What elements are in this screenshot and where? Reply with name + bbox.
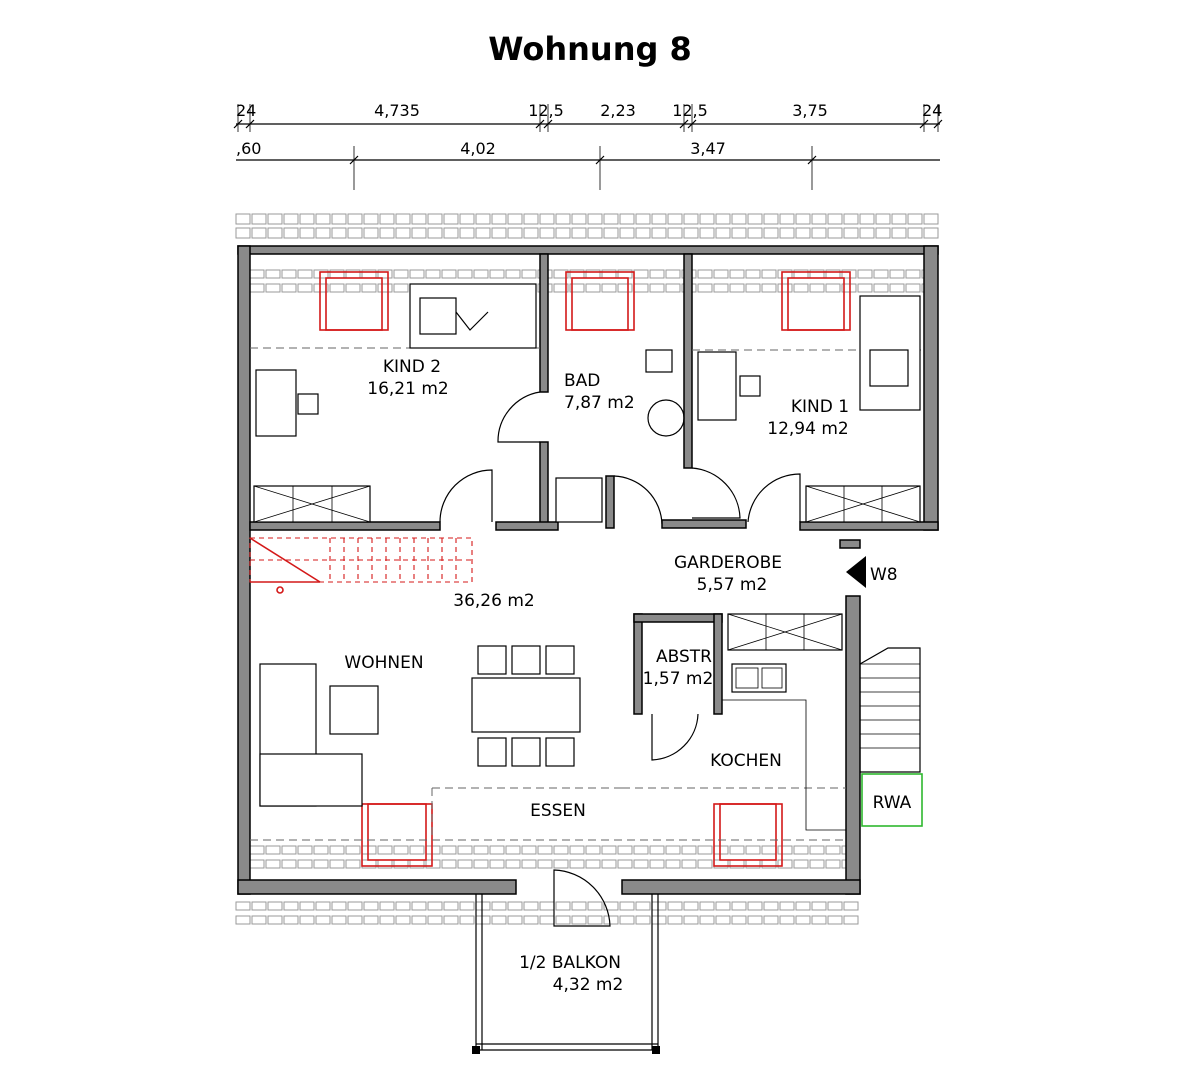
walls <box>237 245 939 895</box>
furniture <box>253 283 921 831</box>
dim-2-3: 3,47 <box>690 139 726 158</box>
bad-area: 7,87 m2 <box>564 393 635 413</box>
kochen-name: KOCHEN <box>710 751 782 771</box>
dimension-lines: 24 4,735 12,5 2,23 12,5 3,75 24 ,60 4,02… <box>233 101 943 190</box>
rwa-box <box>861 773 923 827</box>
dim-top-1: 24 <box>236 101 256 120</box>
doors <box>439 391 801 927</box>
exterior-stairs <box>859 647 921 773</box>
abstr-name: ABSTR <box>656 647 712 667</box>
dim-top-2: 4,735 <box>374 101 420 120</box>
entrance-label: W8 <box>870 565 898 585</box>
dim-top-5: 12,5 <box>672 101 708 120</box>
windows <box>319 271 851 867</box>
entrance-arrow-icon <box>846 556 866 588</box>
dim-2-1: ,60 <box>236 139 261 158</box>
roof-tiles <box>235 213 939 925</box>
dim-2-2: 4,02 <box>460 139 496 158</box>
balcony <box>472 894 660 1054</box>
bad-name: BAD <box>564 371 600 391</box>
wohnen-area: 36,26 m2 <box>453 591 534 611</box>
kind1-area: 12,94 m2 <box>767 419 848 439</box>
room-labels: KIND 2 16,21 m2 BAD 7,87 m2 KIND 1 12,94… <box>344 357 849 995</box>
essen-name: ESSEN <box>530 801 586 821</box>
dim-top-6: 3,75 <box>792 101 828 120</box>
abstr-area: 1,57 m2 <box>643 669 714 689</box>
staircase <box>249 537 473 594</box>
garderobe-area: 5,57 m2 <box>697 575 768 595</box>
balkon-area: 4,32 m2 <box>553 975 624 995</box>
kind2-name: KIND 2 <box>383 357 441 377</box>
balkon-name: 1/2 BALKON <box>519 953 621 973</box>
plan-title: Wohnung 8 <box>488 30 692 68</box>
dim-top-7: 24 <box>922 101 942 120</box>
dim-top-3: 12,5 <box>528 101 564 120</box>
kind1-name: KIND 1 <box>791 397 849 417</box>
wohnen-name: WOHNEN <box>344 653 423 673</box>
dim-top-4: 2,23 <box>600 101 636 120</box>
garderobe-name: GARDEROBE <box>674 553 782 573</box>
kind2-area: 16,21 m2 <box>367 379 448 399</box>
rwa-label: RWA <box>873 793 912 813</box>
